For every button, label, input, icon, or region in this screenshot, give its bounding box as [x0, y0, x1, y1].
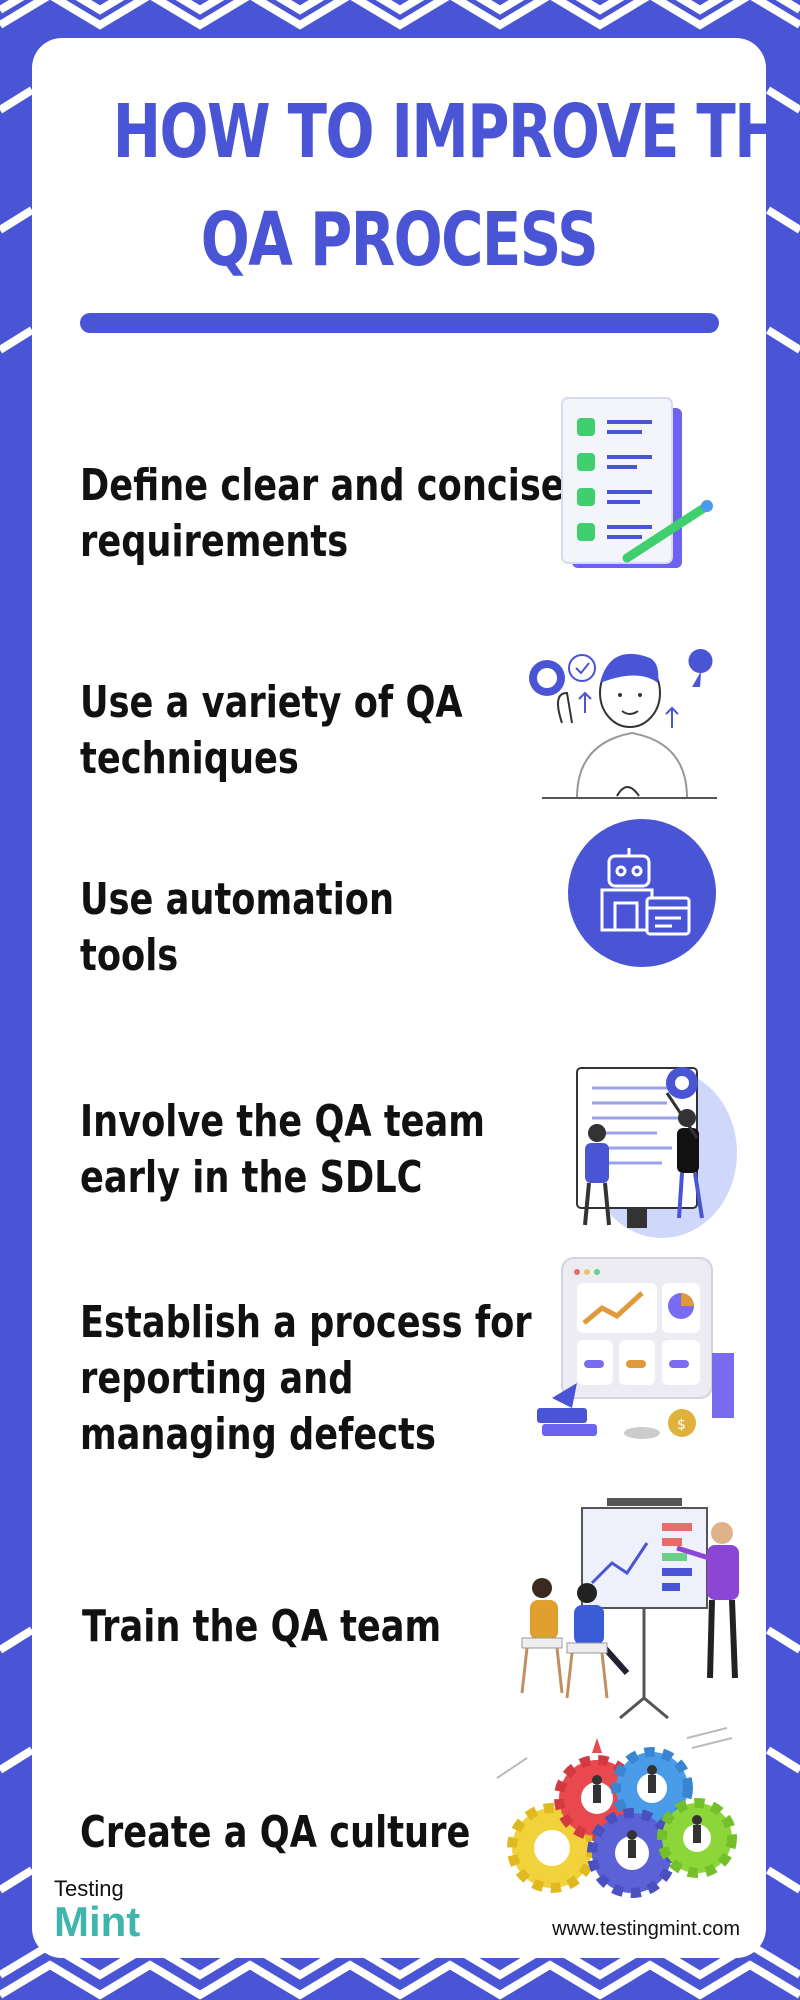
- page-title: HOW TO IMPROVE THE QA PROCESS: [112, 78, 766, 294]
- checklist-icon: [561, 397, 713, 568]
- title-divider: [80, 313, 719, 333]
- testingmint-logo: Testing Mint: [54, 1876, 194, 1946]
- step-2-line-2: techniques: [80, 733, 299, 784]
- step-6-text: Train the QA team: [82, 1599, 530, 1655]
- dashboard-analytics-icon: $: [537, 1257, 734, 1439]
- step-2-text: Use a variety of QA techniques: [80, 675, 528, 787]
- team-collaboration-icon: [576, 1067, 737, 1238]
- infographic-card: HOW TO IMPROVE THE QA PROCESS Define cle…: [32, 38, 766, 1958]
- step-3-text: Use automation tools: [80, 872, 528, 984]
- step-7-line-1: Create a QA culture: [80, 1807, 471, 1858]
- step-3-line-2: tools: [80, 930, 179, 981]
- svg-text:$: $: [677, 1417, 686, 1433]
- title-line-2: QA PROCESS: [200, 197, 599, 283]
- logo-text-bottom: Mint: [54, 1898, 141, 1945]
- step-5-line-3: managing defects: [80, 1409, 436, 1460]
- step-5-line-1: Establish a process for: [80, 1297, 532, 1348]
- step-1-text: Define clear and concise requirements: [80, 458, 565, 570]
- thinking-person-icon: [529, 649, 717, 799]
- step-1-line-2: requirements: [80, 516, 349, 567]
- title-line-1: HOW TO IMPROVE THE: [112, 89, 766, 175]
- website-link[interactable]: www.testingmint.com: [552, 1918, 740, 1940]
- logo-text-top: Testing: [54, 1876, 124, 1901]
- step-5-text: Establish a process for reporting and ma…: [80, 1295, 532, 1463]
- step-5-line-2: reporting and: [80, 1353, 354, 1404]
- step-1-line-1: Define clear and concise: [80, 460, 565, 511]
- step-4-line-1: Involve the QA team: [80, 1096, 485, 1147]
- gears-team-icon: [496, 1727, 737, 1898]
- step-6-line-1: Train the QA team: [82, 1601, 442, 1652]
- robot-icon: [568, 819, 716, 967]
- step-4-line-2: early in the SDLC: [80, 1152, 423, 1203]
- step-2-line-1: Use a variety of QA: [80, 677, 463, 728]
- step-4-text: Involve the QA team early in the SDLC: [80, 1094, 528, 1206]
- step-3-line-1: Use automation: [80, 874, 395, 925]
- presentation-training-icon: [520, 1498, 739, 1720]
- step-7-text: Create a QA culture: [80, 1805, 528, 1861]
